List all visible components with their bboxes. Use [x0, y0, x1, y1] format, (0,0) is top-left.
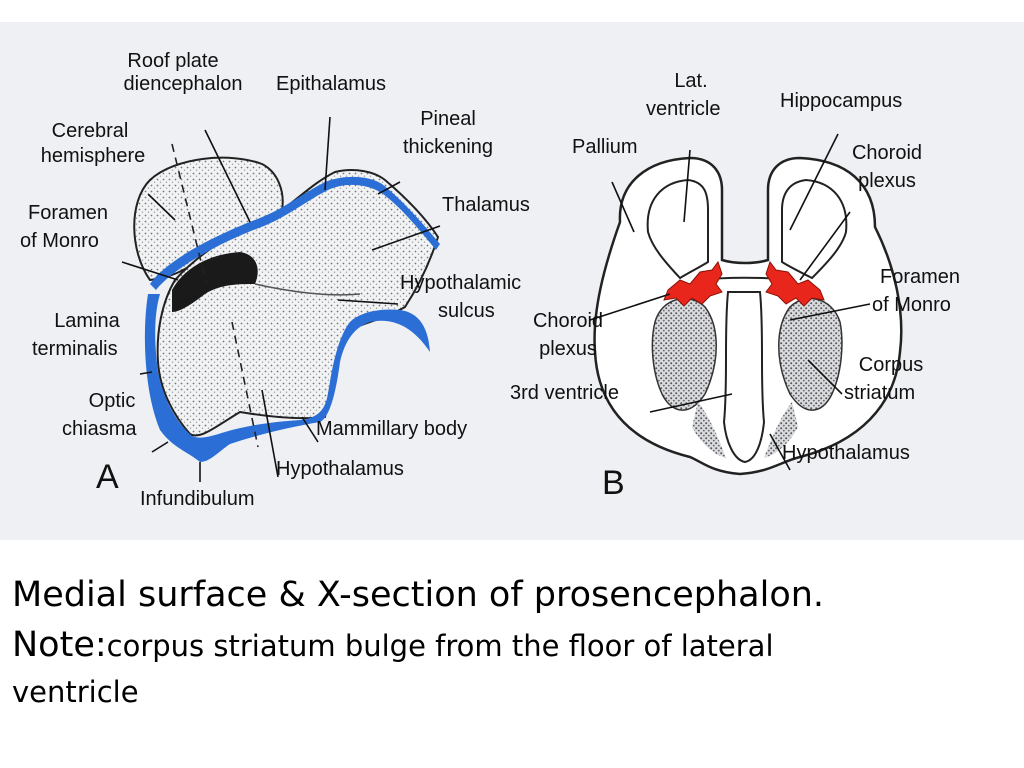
- label-choroid-right: Choroid: [851, 142, 923, 164]
- hypothalamic-sulcus-curve: [254, 283, 361, 296]
- left-choroid-plexus: [663, 260, 723, 307]
- slide-caption: Medial surface & X-section of prosenceph…: [12, 570, 1012, 713]
- label-infundibulum: Infundibulum: [140, 488, 255, 510]
- label-hypothalamus-b: Hypothalamus: [782, 442, 910, 464]
- panel-a-leader-lines: [121, 116, 441, 482]
- prosencephalon-diagram: [121, 116, 903, 482]
- diencephalon-body-shape: [156, 169, 440, 437]
- label-epithalamus: Epithalamus: [276, 73, 387, 95]
- label-roof-plate-diencephalon: diencephalon: [123, 73, 243, 95]
- section-plane-line-2: [231, 321, 259, 448]
- label-plexus-left: plexus: [539, 338, 597, 360]
- left-lateral-ventricle: [646, 178, 709, 280]
- label-terminalis: terminalis: [32, 338, 118, 360]
- label-hippocampus: Hippocampus: [780, 90, 903, 112]
- label-optic: Optic: [88, 390, 136, 412]
- right-lateral-ventricle: [781, 178, 848, 280]
- third-ventricle-cavity: [722, 291, 766, 464]
- label-foramen: Foramen: [27, 202, 109, 224]
- label-corpus: Corpus: [858, 354, 924, 376]
- caption-line-3: ventricle: [12, 675, 139, 709]
- note-text: corpus striatum bulge from the floor of …: [106, 629, 774, 663]
- figure-panel: Roof plate diencephalon Epithalamus Cere…: [0, 22, 1024, 540]
- label-plexus-right: plexus: [858, 170, 916, 192]
- section-plane-line-1: [171, 143, 207, 283]
- label-choroid-left: Choroid: [532, 310, 604, 332]
- label-cerebral-hemisphere: hemisphere: [40, 145, 146, 167]
- left-hypothalamus-region: [692, 402, 726, 458]
- foramen-groove-shape: [172, 252, 258, 312]
- panel-b-leader-lines: [589, 133, 871, 471]
- label-of-monro-b: of Monro: [872, 294, 951, 316]
- label-mammillary-body: Mammillary body: [316, 418, 468, 440]
- label-third-ventricle: 3rd ventricle: [510, 382, 619, 404]
- caption-line-1: Medial surface & X-section of prosenceph…: [12, 575, 825, 615]
- label-lamina: Lamina: [54, 310, 120, 332]
- note-label: Note:: [12, 625, 107, 665]
- panel-a-drawing: [133, 143, 440, 462]
- caption-line-2: Note:corpus striatum bulge from the floo…: [12, 625, 774, 665]
- panel-letter-a: A: [96, 458, 119, 496]
- label-cerebral: Cerebral: [51, 120, 129, 142]
- label-thalamus: Thalamus: [442, 194, 530, 216]
- label-roof-plate: Roof plate: [127, 50, 219, 72]
- label-pallium: Pallium: [572, 136, 638, 158]
- floor-plate-shape: [144, 294, 430, 462]
- label-hypothalamic: Hypothalamic: [400, 272, 522, 294]
- label-striatum: striatum: [844, 382, 916, 404]
- label-lat: Lat.: [674, 70, 708, 92]
- panel-b-drawing: [593, 156, 903, 476]
- label-lateral-ventricle: ventricle: [646, 98, 721, 120]
- label-chiasma: chiasma: [62, 418, 137, 440]
- right-choroid-plexus: [765, 260, 825, 307]
- label-hypothalamus-a: Hypothalamus: [276, 458, 404, 480]
- label-pineal-thickening: thickening: [402, 136, 494, 158]
- label-of-monro: of Monro: [20, 230, 99, 252]
- label-pineal: Pineal: [420, 108, 476, 130]
- panel-letter-b: B: [602, 464, 625, 502]
- right-hypothalamus-region: [764, 402, 798, 458]
- label-sulcus: sulcus: [438, 300, 495, 322]
- label-foramen-b: Foramen: [879, 266, 961, 288]
